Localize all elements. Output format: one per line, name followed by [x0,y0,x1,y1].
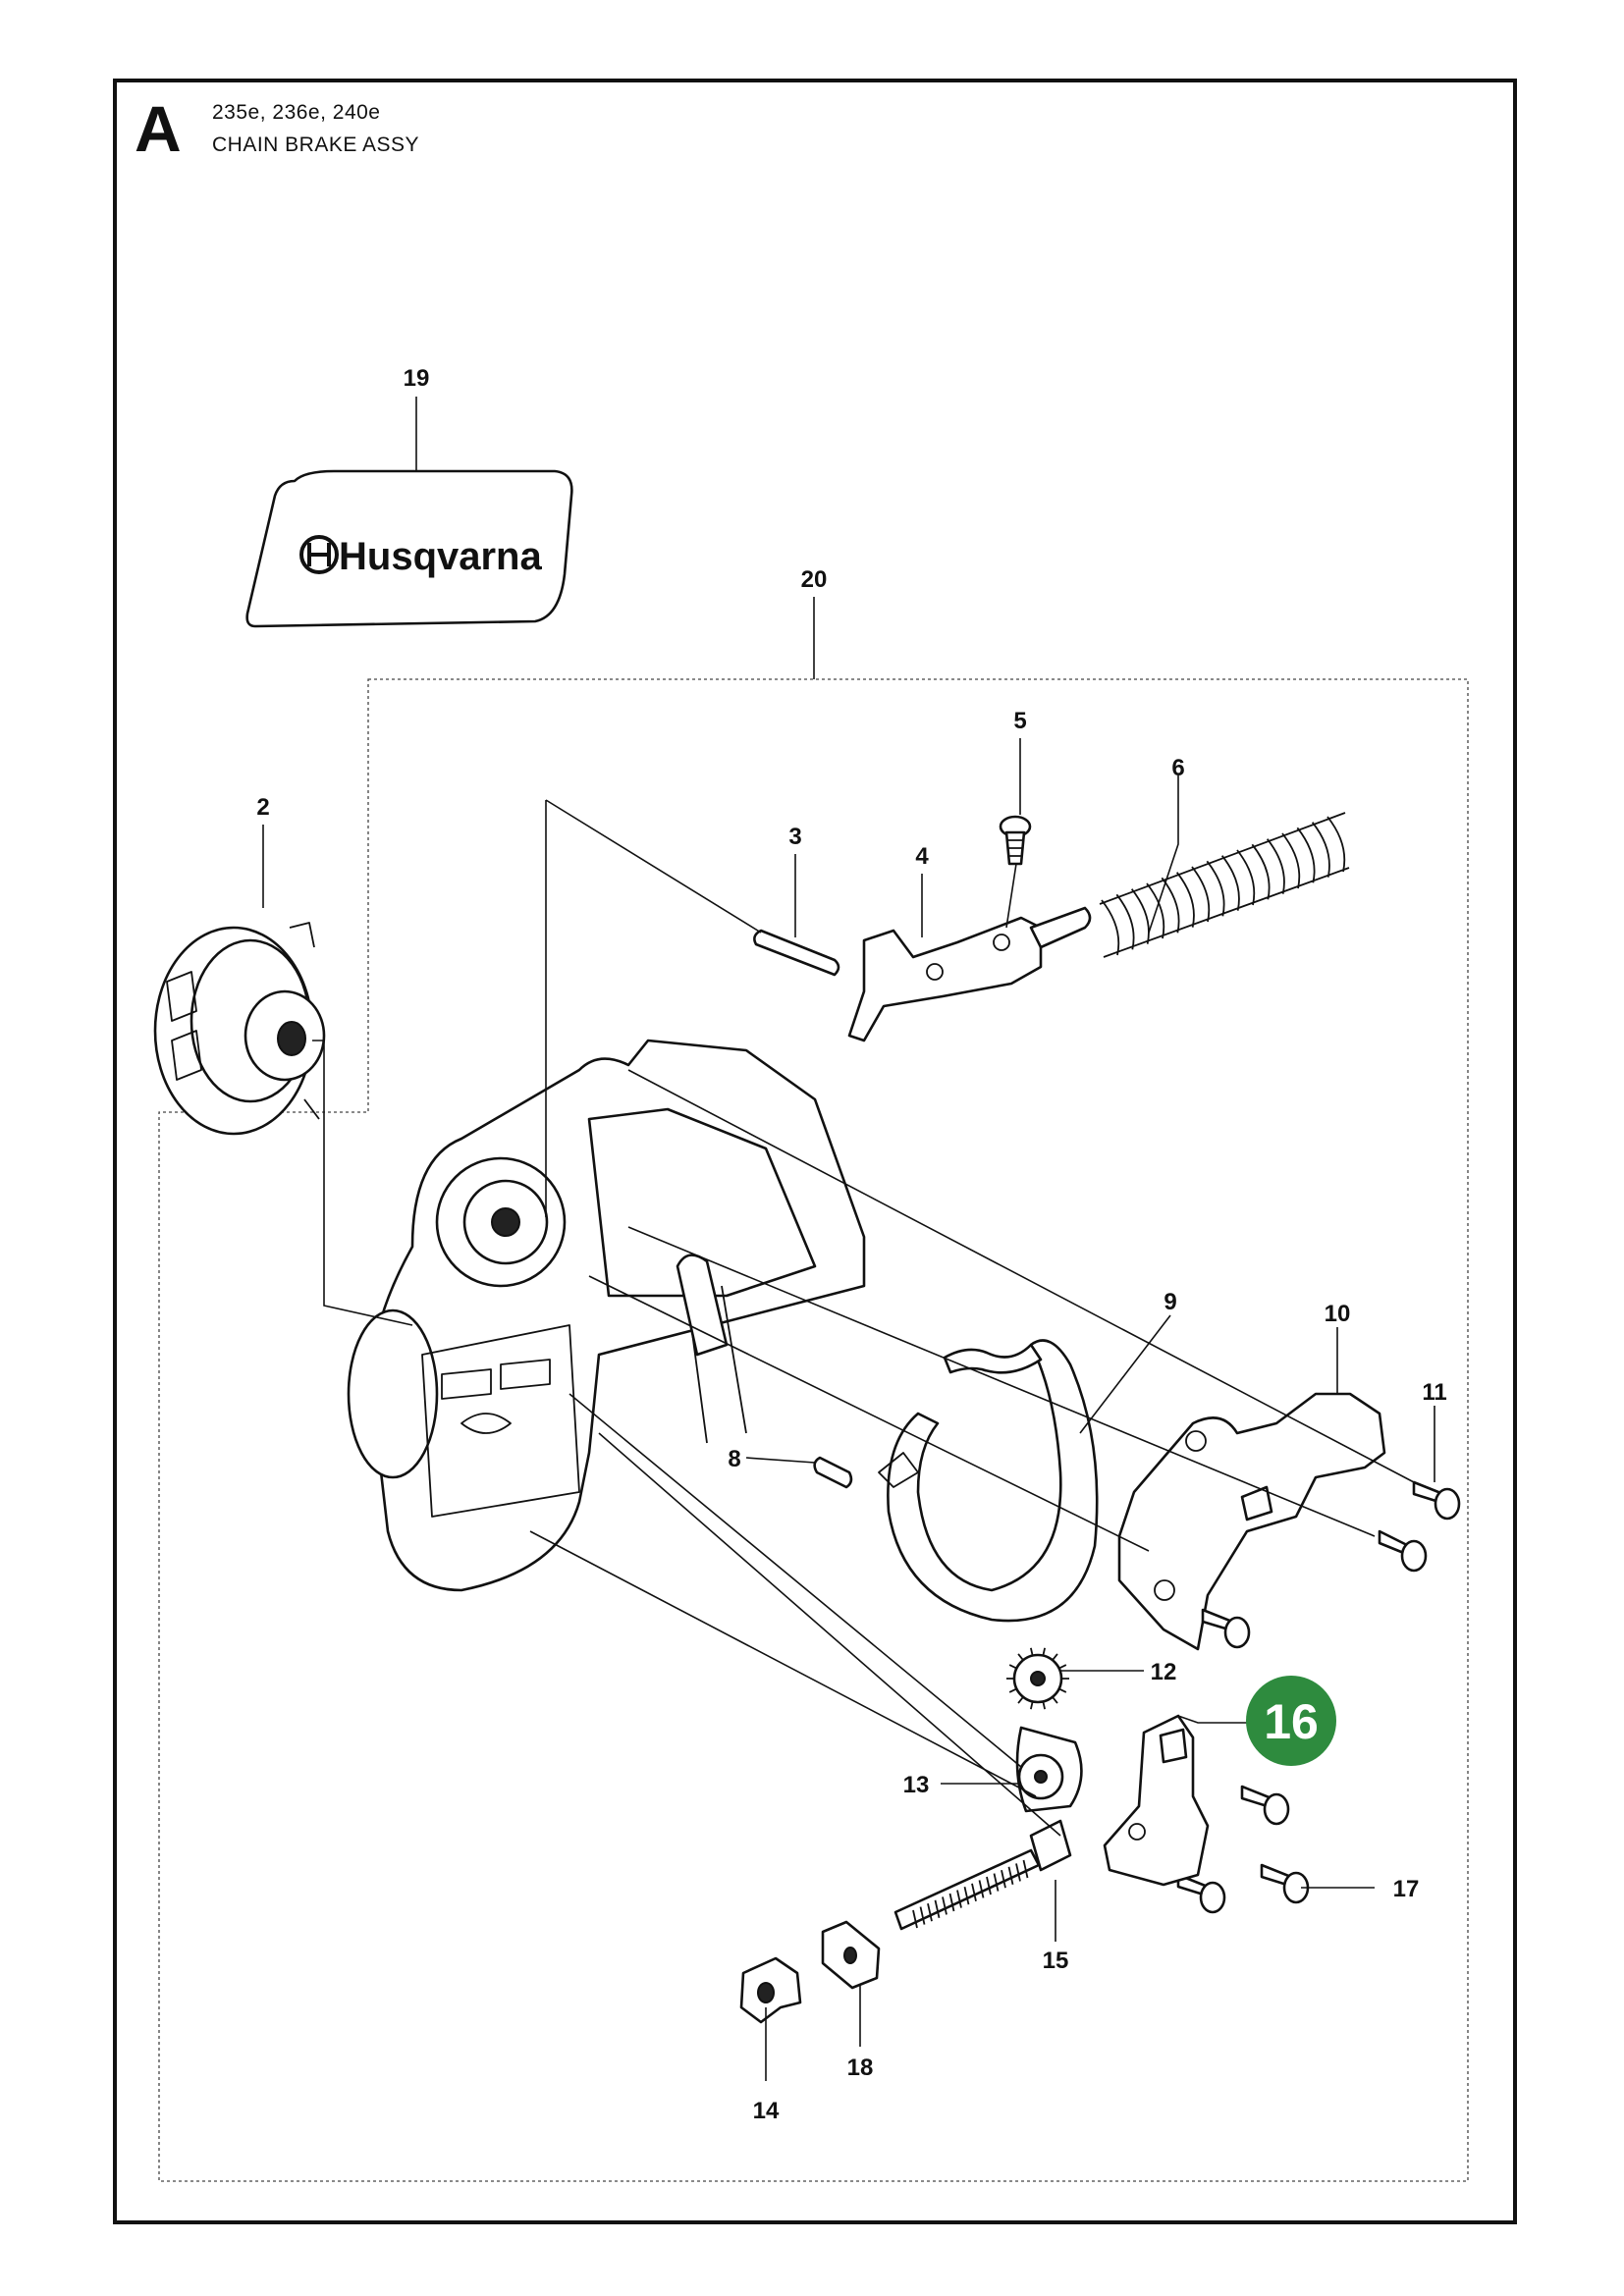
callout-10: 10 [1325,1301,1351,1327]
leader-lines [262,397,1435,2081]
callout-labels: 19 20 2 3 4 5 6 8 9 10 11 12 13 14 15 17… [256,365,1446,2124]
callout-8: 8 [728,1446,740,1472]
part-14-clip [739,1956,802,2024]
callout-9: 9 [1164,1289,1176,1315]
part-19-decal: Husqvarna [245,469,573,628]
diagram-frame [113,79,1517,2224]
part-17-screw-b [1260,1863,1310,1904]
callout-17: 17 [1393,1876,1420,1902]
husqvarna-logo-icon [299,535,339,574]
part-11-screw-b [1378,1529,1428,1573]
callout-18: 18 [847,2055,874,2081]
part-4-brake-lever [847,906,1092,1042]
callout-13: 13 [903,1772,930,1798]
assembly-title: CHAIN BRAKE ASSY [212,133,420,156]
model-list: 235e, 236e, 240e [212,101,381,124]
section-letter: A [135,92,182,165]
part-17-screw-a [1240,1785,1290,1826]
callout-4: 4 [915,843,929,870]
part-10-bracket [1117,1392,1386,1651]
part-2-clutch-drum [153,922,326,1136]
husqvarna-logo-text: Husqvarna [339,535,542,578]
part-8-pin [813,1456,853,1489]
callout-19: 19 [404,365,430,392]
part-17-screw-c [1176,1873,1226,1914]
part-3-pin [753,929,840,977]
part-12-gear [1006,1647,1069,1710]
callout-16: 16 [1264,1694,1319,1749]
part-18-nut [821,1920,881,1990]
part-9-brake-band [878,1339,1099,1623]
part-11-screw-a [1412,1480,1461,1521]
part-11-screw-c [1201,1608,1251,1649]
part-6-spring [1099,812,1350,958]
part-5-screw [999,815,1032,866]
highlighted-callout-16[interactable]: 16 [1246,1676,1336,1766]
callout-12: 12 [1151,1659,1177,1685]
part-20-chain-brake-housing [347,1039,866,1592]
part-15-tension-screw [893,1819,1072,1931]
highlight-badge [1246,1676,1336,1766]
callout-14: 14 [753,2098,780,2124]
callout-15: 15 [1043,1948,1069,1974]
part-16-tensioner-housing [1103,1714,1210,1887]
callout-11: 11 [1422,1379,1446,1406]
callout-5: 5 [1013,708,1026,734]
callout-2: 2 [256,794,269,821]
callout-20: 20 [801,566,828,593]
part-13-gear-shaft [1015,1726,1083,1813]
callout-6: 6 [1171,755,1184,781]
callout-3: 3 [788,824,801,850]
